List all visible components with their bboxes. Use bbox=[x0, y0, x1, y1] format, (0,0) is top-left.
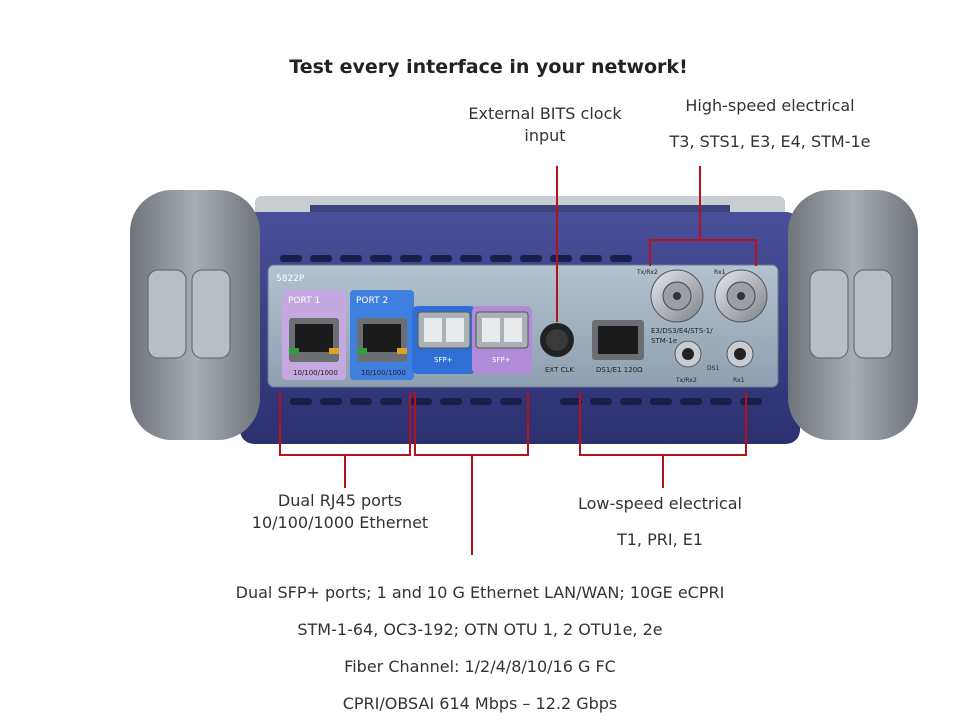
rj45-port-1[interactable] bbox=[289, 318, 339, 362]
ds1-e1-label: DS1/E1 120Ω bbox=[596, 366, 643, 374]
port2-label: PORT 2 bbox=[356, 296, 388, 306]
sfp-port-2[interactable] bbox=[475, 311, 529, 349]
sfp-port-1[interactable] bbox=[417, 311, 471, 349]
ext-clk-label: EXT CLK bbox=[545, 366, 574, 374]
low-speed-label-line1: Low-speed electrical bbox=[578, 494, 742, 513]
high-speed-label-line1: High-speed electrical bbox=[685, 96, 855, 115]
high-speed-label: High-speed electrical T3, STS1, E3, E4, … bbox=[650, 88, 890, 160]
ext-clk-connector[interactable] bbox=[540, 323, 574, 357]
txrx2-bottom-label: Tx/Rx2 bbox=[675, 377, 697, 384]
port1-label: PORT 1 bbox=[288, 296, 320, 306]
bantam-tx-rx2[interactable] bbox=[674, 340, 702, 368]
high-speed-label-line2: T3, STS1, E3, E4, STM-1e bbox=[669, 132, 871, 151]
low-speed-label: Low-speed electrical T1, PRI, E1 bbox=[540, 486, 780, 558]
bnc-rx1[interactable] bbox=[714, 269, 768, 323]
port1-speed-label: 10/100/1000 bbox=[293, 369, 338, 377]
port2-speed-label: 10/100/1000 bbox=[361, 369, 406, 377]
stm-label: STM-1e bbox=[651, 337, 677, 345]
bantam-rx1[interactable] bbox=[726, 340, 754, 368]
high-speed-bracket bbox=[649, 239, 757, 266]
bits-clock-label-line2: input bbox=[524, 126, 566, 145]
rx1-top-label: Rx1 bbox=[714, 269, 726, 276]
page-title: Test every interface in your network! bbox=[289, 56, 688, 78]
ds1-label: DS1 bbox=[707, 365, 719, 372]
bnc-tx-rx2[interactable] bbox=[650, 269, 704, 323]
sfp1-label: SFP+ bbox=[434, 356, 453, 364]
left-bumper bbox=[130, 190, 260, 440]
callout-lines bbox=[279, 166, 757, 555]
bits-clock-label-line1: External BITS clock bbox=[468, 104, 622, 123]
bits-clock-label: External BITS clock input bbox=[440, 103, 650, 147]
low-speed-label-line2: T1, PRI, E1 bbox=[616, 530, 704, 549]
test-instrument-illustration: 5822P PORT 1 PORT 2 10/100/1000 10/100/1… bbox=[130, 166, 918, 555]
model-label: 5822P bbox=[276, 274, 305, 284]
right-bumper bbox=[788, 190, 918, 440]
rj45-port-2[interactable] bbox=[357, 318, 407, 362]
sfp-label-line3: Fiber Channel: 1/2/4/8/10/16 G FC bbox=[344, 657, 616, 676]
sfp-label-line2: STM-1-64, OC3-192; OTN OTU 1, 2 OTU1e, 2… bbox=[297, 620, 663, 639]
rj45-label-line1: Dual RJ45 ports bbox=[277, 491, 403, 510]
rj45-label: Dual RJ45 ports 10/100/1000 Ethernet bbox=[210, 490, 470, 534]
sfp-label-line1: Dual SFP+ ports; 1 and 10 G Ethernet LAN… bbox=[235, 583, 725, 602]
e3-label: E3/DS3/E4/STS-1/ bbox=[651, 327, 713, 335]
rj45-label-line2: 10/100/1000 Ethernet bbox=[251, 513, 429, 532]
ds1-e1-port[interactable] bbox=[592, 320, 644, 360]
rx1-bottom-label: Rx1 bbox=[733, 377, 745, 384]
sfp2-label: SFP+ bbox=[492, 356, 511, 364]
txrx2-top-label: Tx/Rx2 bbox=[636, 269, 658, 276]
